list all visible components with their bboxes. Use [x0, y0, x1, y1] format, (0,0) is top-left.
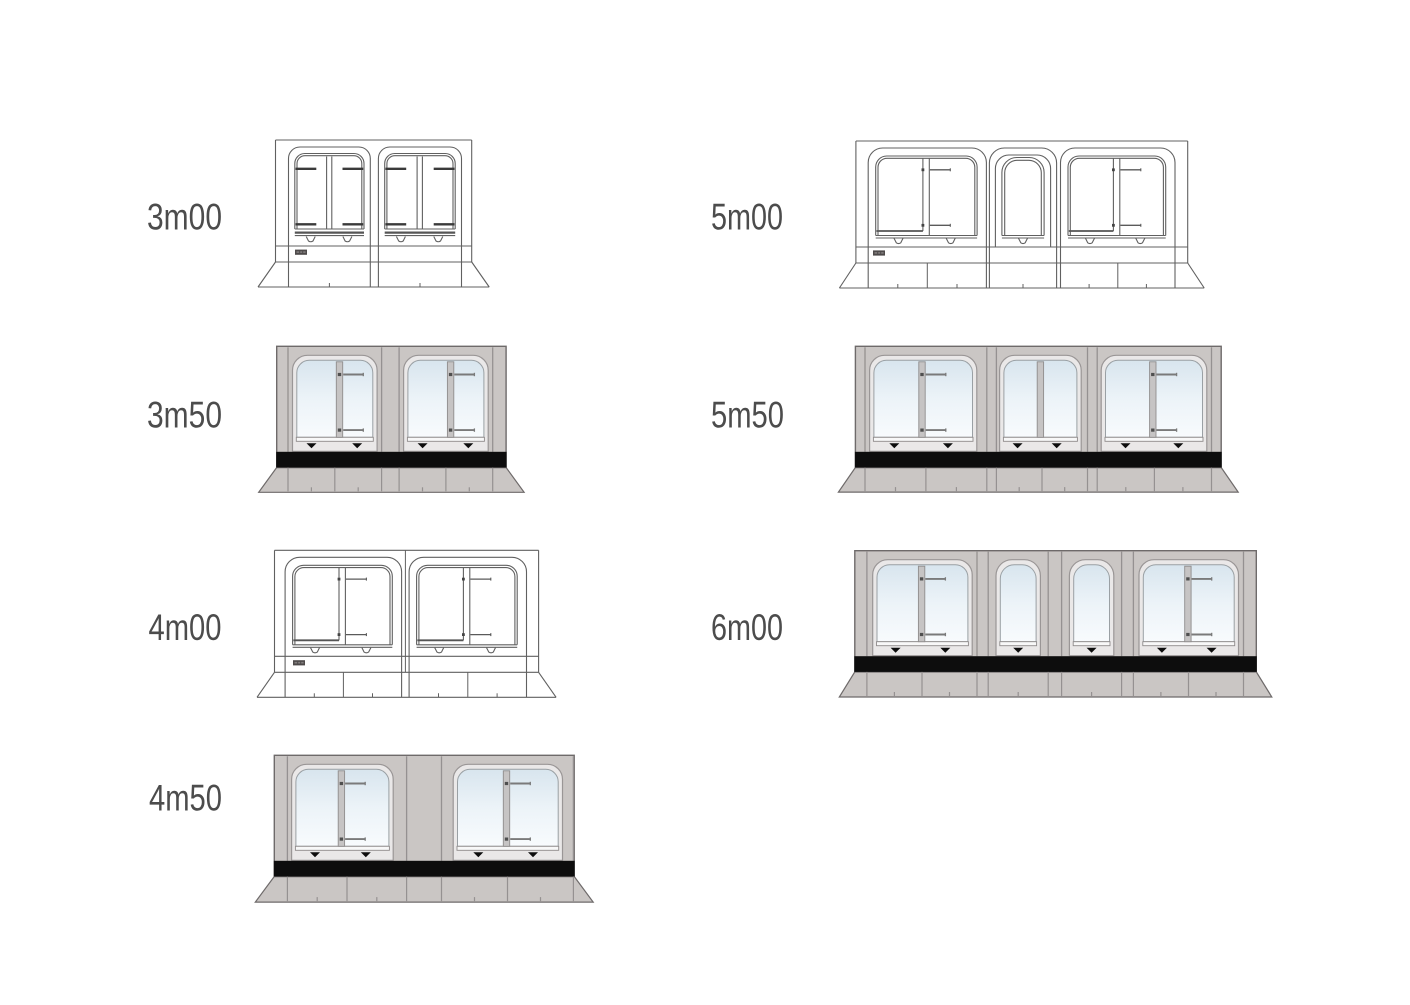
svg-text:3m00: 3m00	[147, 197, 222, 238]
svg-text:3m50: 3m50	[147, 395, 222, 436]
svg-text:5m00: 5m00	[711, 197, 783, 238]
svg-text:5m50: 5m50	[711, 395, 784, 436]
svg-text:4m00: 4m00	[149, 607, 222, 648]
svg-text:4m50: 4m50	[149, 778, 222, 819]
svg-text:6m00: 6m00	[711, 607, 783, 648]
